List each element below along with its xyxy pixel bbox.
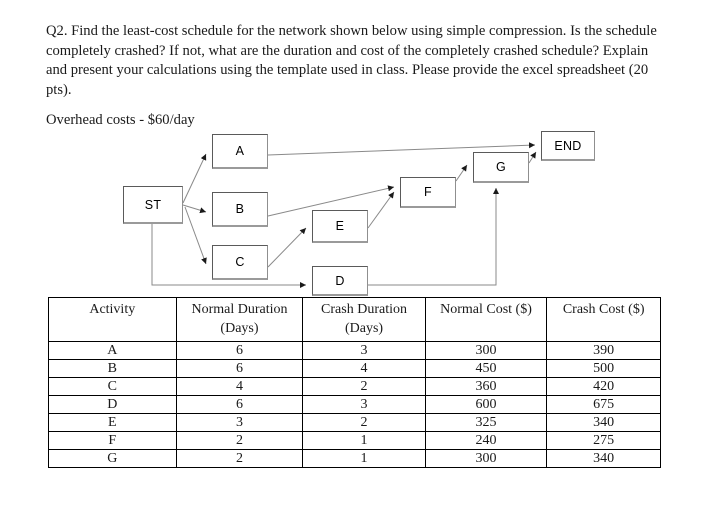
cell-crash-duration: 3 [302,341,426,360]
header-activity-line1: Activity [89,302,136,317]
edge-st-c [184,206,207,265]
header-crash-duration-line1: Crash Duration [321,302,407,317]
question-text: Q2. Find the least-cost schedule for the… [46,23,657,98]
header-crash-duration: Crash Duration (Days) [302,297,426,342]
edge-st-a [182,153,207,204]
table-row: D 6 3 600 675 [48,395,661,414]
header-crash-duration-line2: (Days) [344,321,384,336]
table-row: E 3 2 325 340 [48,413,661,432]
node-g[interactable]: G [473,152,529,183]
cell-normal-duration: 2 [175,431,304,450]
cell-activity: B [48,359,177,378]
table-row: G 2 1 300 340 [48,449,661,468]
table-row: C 4 2 360 420 [48,377,661,396]
node-b[interactable]: B [212,192,268,227]
node-a[interactable]: A [212,134,268,169]
node-c[interactable]: C [212,245,268,280]
table-row: F 2 1 240 275 [48,431,661,450]
cell-activity: D [48,395,177,414]
cell-activity: A [48,341,177,360]
cell-activity: F [48,431,177,450]
node-f[interactable]: F [400,177,456,208]
edge-st-b [182,204,207,214]
cell-crash-duration: 1 [302,431,426,450]
edge-st-d [151,224,306,288]
cell-normal-cost: 600 [424,395,548,414]
table-row: A 6 3 300 390 [48,341,661,360]
header-normal-duration: Normal Duration (Days) [175,297,304,342]
cell-crash-cost: 500 [546,359,661,378]
edge-g-end [528,151,537,164]
header-activity: Activity [48,297,177,342]
header-normal-cost-line1: Normal Cost ($) [440,302,532,317]
cell-normal-cost: 325 [424,413,548,432]
cell-normal-duration: 6 [175,395,304,414]
header-crash-cost-line1: Crash Cost ($) [562,302,645,317]
network-edges-layer [151,142,537,288]
header-normal-cost: Normal Cost ($) [424,297,548,342]
node-e[interactable]: E [312,210,368,243]
cell-crash-cost: 675 [546,395,661,414]
cell-crash-cost: 390 [546,341,661,360]
edge-c-e [267,227,307,268]
overhead-cost-label: Overhead costs - $60/day [46,112,195,128]
table-header-row: Activity Normal Duration (Days) Crash Du… [48,297,661,342]
edge-f-g [455,164,468,182]
cell-crash-duration: 3 [302,395,426,414]
edge-e-f [367,191,395,229]
cell-normal-cost: 240 [424,431,548,450]
cell-activity: G [48,449,177,468]
cell-crash-cost: 340 [546,413,661,432]
cell-crash-duration: 1 [302,449,426,468]
cell-activity: C [48,377,177,396]
cell-normal-cost: 300 [424,449,548,468]
cell-crash-duration: 2 [302,413,426,432]
cell-crash-cost: 275 [546,431,661,450]
header-normal-duration-line1: Normal Duration [191,302,288,317]
cell-normal-cost: 300 [424,341,548,360]
activity-data-table: Activity Normal Duration (Days) Crash Du… [48,297,661,468]
cell-crash-cost: 420 [546,377,661,396]
cell-normal-duration: 3 [175,413,304,432]
header-crash-cost: Crash Cost ($) [546,297,661,342]
cell-normal-cost: 360 [424,377,548,396]
cell-normal-duration: 4 [175,377,304,396]
cell-crash-duration: 4 [302,359,426,378]
table-row: B 6 4 450 500 [48,359,661,378]
cell-normal-duration: 6 [175,341,304,360]
edge-a-end [267,142,536,156]
cell-crash-cost: 340 [546,449,661,468]
node-d[interactable]: D [312,266,368,296]
node-st[interactable]: ST [123,186,183,224]
node-end[interactable]: END [541,131,595,161]
edge-d-g [368,188,499,286]
cell-normal-duration: 2 [175,449,304,468]
cell-normal-cost: 450 [424,359,548,378]
header-normal-duration-line2: (Days) [220,321,259,336]
cell-crash-duration: 2 [302,377,426,396]
edge-b-f [267,185,395,217]
cell-activity: E [48,413,177,432]
cell-normal-duration: 6 [175,359,304,378]
network-diagram: ST A B C E D F G END [123,131,595,296]
